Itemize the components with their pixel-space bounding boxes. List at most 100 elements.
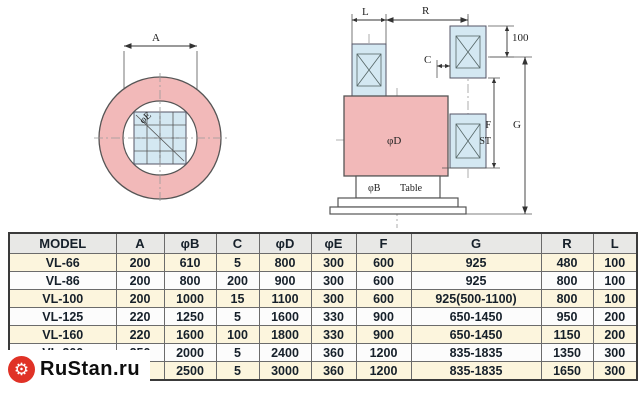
right-lower-block bbox=[449, 113, 487, 169]
value-cell: 800 bbox=[258, 253, 312, 272]
value-cell: 200 bbox=[592, 325, 638, 344]
value-cell: 330 bbox=[310, 325, 357, 344]
value-cell: 610 bbox=[163, 253, 217, 272]
value-cell: 600 bbox=[355, 289, 412, 308]
dim-label-a: A bbox=[152, 32, 160, 44]
value-cell: 100 bbox=[592, 271, 638, 290]
rustan-logo-icon: ⚙ bbox=[8, 355, 35, 383]
value-cell: 220 bbox=[115, 325, 165, 344]
value-cell: 800 bbox=[163, 271, 217, 290]
main-body bbox=[343, 95, 449, 177]
value-cell: 835-1835 bbox=[410, 343, 542, 362]
left-block bbox=[351, 43, 387, 97]
value-cell: 300 bbox=[310, 289, 357, 308]
model-cell: VL-66 bbox=[8, 253, 117, 272]
value-cell: 1600 bbox=[163, 325, 217, 344]
value-cell: 600 bbox=[355, 253, 412, 272]
value-cell: 1200 bbox=[355, 343, 412, 362]
dim-label-100: 100 bbox=[512, 32, 529, 44]
value-cell: 330 bbox=[310, 307, 357, 326]
value-cell: 300 bbox=[310, 271, 357, 290]
value-cell: 5 bbox=[215, 253, 260, 272]
value-cell: 650-1450 bbox=[410, 307, 542, 326]
dim-label-st: ST bbox=[479, 136, 491, 147]
base-plate bbox=[337, 197, 459, 208]
value-cell: 1600 bbox=[258, 307, 312, 326]
label-table: Table bbox=[400, 183, 423, 194]
value-cell: 1000 bbox=[163, 289, 217, 308]
value-cell: 2500 bbox=[163, 361, 217, 381]
column-header: C bbox=[215, 232, 260, 254]
value-cell: 900 bbox=[258, 271, 312, 290]
dim-label-phi-d: φD bbox=[387, 135, 401, 147]
value-cell: 200 bbox=[115, 289, 165, 308]
value-cell: 800 bbox=[540, 271, 594, 290]
value-cell: 480 bbox=[540, 253, 594, 272]
value-cell: 1100 bbox=[258, 289, 312, 308]
value-cell: 300 bbox=[592, 343, 638, 362]
value-cell: 100 bbox=[592, 289, 638, 308]
dim-label-g: G bbox=[513, 119, 521, 131]
model-cell: VL-160 bbox=[8, 325, 117, 344]
value-cell: 200 bbox=[592, 307, 638, 326]
value-cell: 5 bbox=[215, 343, 260, 362]
dim-label-f: F bbox=[485, 120, 491, 131]
watermark: ⚙ RuStan.ru bbox=[4, 350, 151, 388]
base-flange bbox=[329, 206, 467, 215]
value-cell: 200 bbox=[115, 253, 165, 272]
watermark-text: RuStan.ru bbox=[40, 357, 141, 380]
column-header: φD bbox=[258, 232, 312, 254]
dim-label-r: R bbox=[422, 5, 430, 17]
column-header: φE bbox=[310, 232, 357, 254]
right-top-block bbox=[449, 25, 487, 79]
dim-label-c: C bbox=[424, 54, 431, 66]
top-view: A φE bbox=[94, 32, 227, 204]
value-cell: 2000 bbox=[163, 343, 217, 362]
column-header: G bbox=[410, 232, 542, 254]
dim-label-l: L bbox=[362, 6, 369, 18]
value-cell: 2400 bbox=[258, 343, 312, 362]
column-header: R bbox=[540, 232, 594, 254]
value-cell: 220 bbox=[115, 307, 165, 326]
column-header: L bbox=[592, 232, 638, 254]
model-cell: VL-100 bbox=[8, 289, 117, 308]
value-cell: 925(500-1100) bbox=[410, 289, 542, 308]
value-cell: 300 bbox=[592, 361, 638, 381]
value-cell: 100 bbox=[592, 253, 638, 272]
value-cell: 200 bbox=[215, 271, 260, 290]
dim-label-phi-b: φB bbox=[368, 183, 381, 194]
value-cell: 100 bbox=[215, 325, 260, 344]
side-view: L R 100 bbox=[329, 5, 532, 228]
value-cell: 925 bbox=[410, 271, 542, 290]
value-cell: 835-1835 bbox=[410, 361, 542, 381]
column-header: MODEL bbox=[8, 232, 117, 254]
value-cell: 900 bbox=[355, 307, 412, 326]
value-cell: 900 bbox=[355, 325, 412, 344]
technical-drawing: A φE L R 100 bbox=[94, 5, 532, 228]
value-cell: 360 bbox=[310, 343, 357, 362]
value-cell: 5 bbox=[215, 307, 260, 326]
value-cell: 1250 bbox=[163, 307, 217, 326]
value-cell: 200 bbox=[115, 271, 165, 290]
value-cell: 800 bbox=[540, 289, 594, 308]
model-cell: VL-86 bbox=[8, 271, 117, 290]
value-cell: 925 bbox=[410, 253, 542, 272]
value-cell: 1650 bbox=[540, 361, 594, 381]
value-cell: 300 bbox=[310, 253, 357, 272]
value-cell: 1200 bbox=[355, 361, 412, 381]
value-cell: 15 bbox=[215, 289, 260, 308]
value-cell: 650-1450 bbox=[410, 325, 542, 344]
value-cell: 1350 bbox=[540, 343, 594, 362]
value-cell: 1150 bbox=[540, 325, 594, 344]
model-cell: VL-125 bbox=[8, 307, 117, 326]
